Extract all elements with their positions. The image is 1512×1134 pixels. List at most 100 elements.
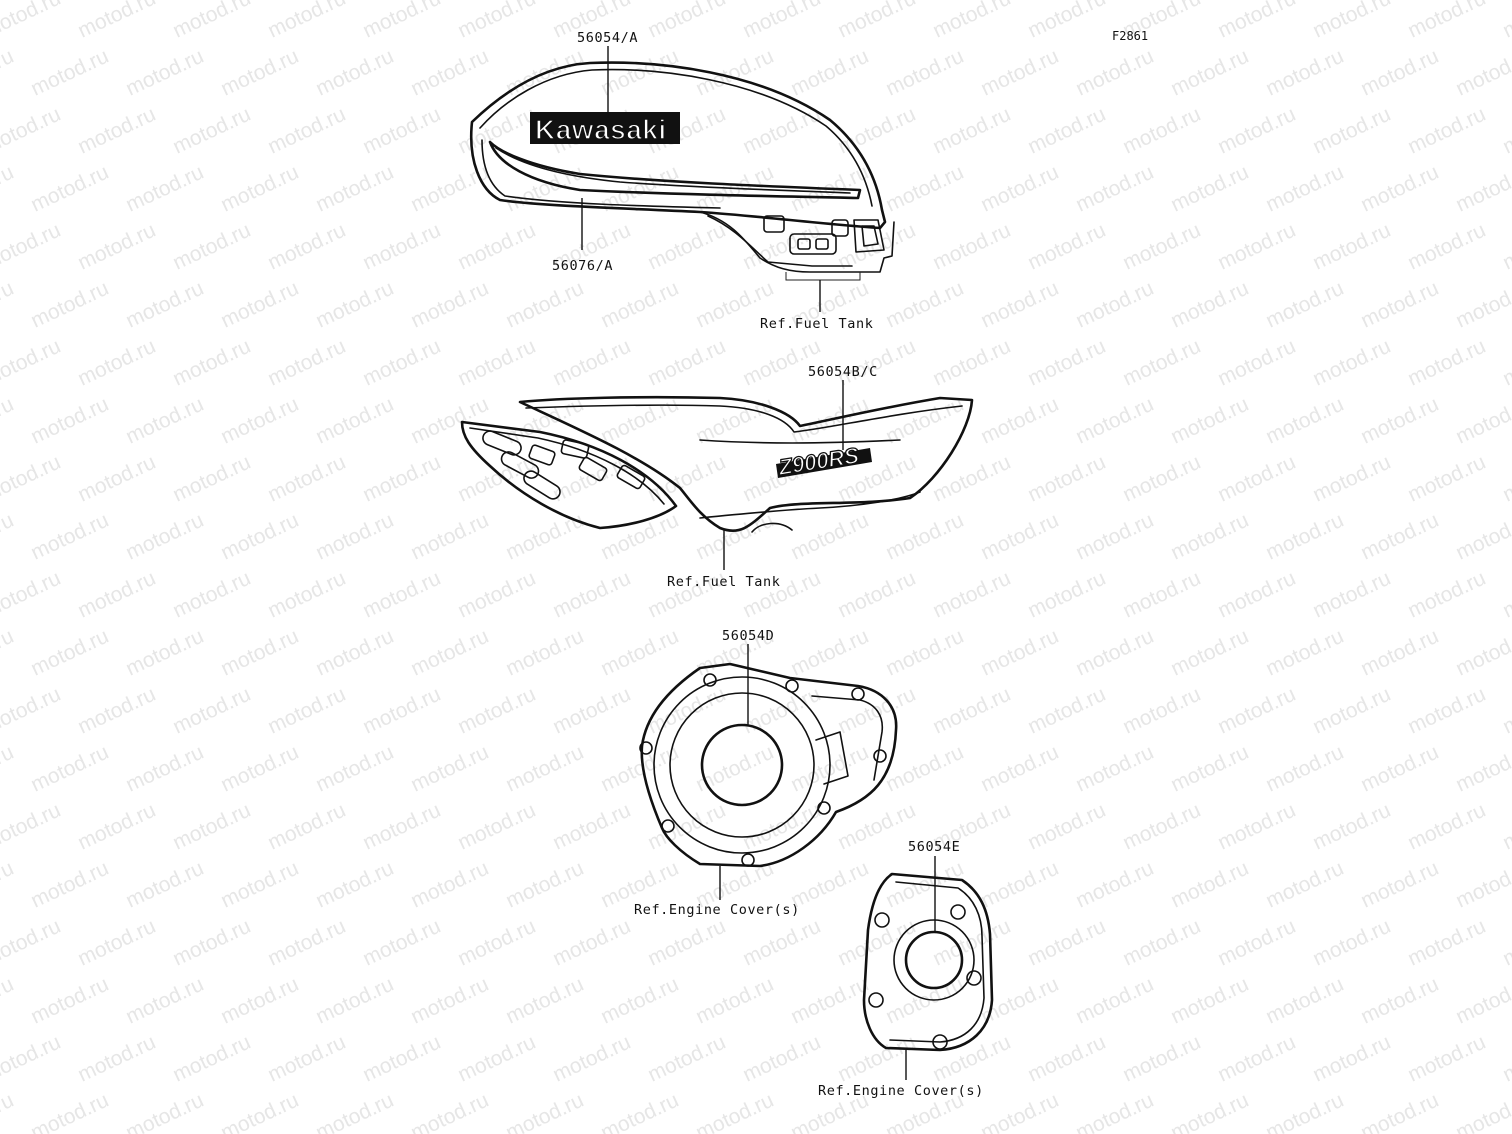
- watermark-text: motod.ru: [1452, 509, 1512, 565]
- watermark-text: motod.ru: [169, 683, 254, 739]
- watermark-text: motod.ru: [1404, 683, 1489, 739]
- watermark-text: motod.ru: [1167, 393, 1252, 449]
- watermark-text: motod.ru: [1214, 567, 1299, 623]
- watermark-text: motod.ru: [407, 741, 492, 797]
- watermark-text: motod.ru: [1119, 219, 1204, 275]
- clutch-bolt-3: [966, 970, 982, 986]
- watermark-text: motod.ru: [597, 625, 682, 681]
- watermark-text: motod.ru: [454, 1031, 539, 1087]
- watermark-text: motod.ru: [1452, 393, 1512, 449]
- watermark-text: motod.ru: [1499, 0, 1512, 43]
- watermark-text: motod.ru: [834, 103, 919, 159]
- watermark-text: motod.ru: [74, 915, 159, 971]
- watermark-text: motod.ru: [1072, 741, 1157, 797]
- watermark-text: motod.ru: [312, 857, 397, 913]
- part-number-56054e[interactable]: 56054E: [908, 839, 960, 855]
- tank-underside: [699, 211, 895, 273]
- watermark-text: motod.ru: [1404, 1031, 1489, 1087]
- side-panel-inner: [469, 427, 665, 505]
- watermark-text: motod.ru: [217, 45, 302, 101]
- watermark-text: motod.ru: [169, 335, 254, 391]
- ref-engine-cover-label-2[interactable]: Ref.Engine Cover(s): [818, 1083, 984, 1099]
- watermark-text: motod.ru: [312, 393, 397, 449]
- part-number-56076a[interactable]: 56076/A: [552, 258, 613, 274]
- side-panel-tab-4: [616, 464, 646, 490]
- generator-emblem: [700, 723, 784, 807]
- watermark-text: motod.ru: [407, 857, 492, 913]
- watermark-text: motod.ru: [1214, 1031, 1299, 1087]
- watermark-text: motod.ru: [1499, 683, 1512, 739]
- watermark-text: motod.ru: [1404, 0, 1489, 43]
- watermark-text: motod.ru: [977, 625, 1062, 681]
- watermark-text: motod.ru: [502, 1089, 587, 1134]
- side-cover-lower-line: [699, 491, 921, 519]
- watermark-text: motod.ru: [264, 683, 349, 739]
- ref-fuel-tank-label-1[interactable]: Ref.Fuel Tank: [760, 316, 873, 332]
- watermark-text: motod.ru: [169, 103, 254, 159]
- watermark-text: motod.ru: [1309, 103, 1394, 159]
- generator-cover-outline: [640, 662, 898, 868]
- clutch-emblem: [904, 930, 964, 990]
- watermark-text: motod.ru: [74, 799, 159, 855]
- watermark-text: motod.ru: [1119, 1031, 1204, 1087]
- watermark-text: motod.ru: [1452, 857, 1512, 913]
- watermark-text: motod.ru: [217, 857, 302, 913]
- watermark-text: motod.ru: [1309, 683, 1394, 739]
- watermark-text: motod.ru: [454, 799, 539, 855]
- watermark-text: motod.ru: [312, 509, 397, 565]
- watermark-text: motod.ru: [1119, 567, 1204, 623]
- watermark-text: motod.ru: [454, 219, 539, 275]
- watermark-text: motod.ru: [549, 1031, 634, 1087]
- watermark-text: motod.ru: [27, 45, 112, 101]
- watermark-text: motod.ru: [644, 219, 729, 275]
- watermark-text: motod.ru: [1262, 161, 1347, 217]
- ref-fuel-tank-label-2[interactable]: Ref.Fuel Tank: [667, 574, 780, 590]
- tank-pump-hole-2: [815, 238, 829, 250]
- watermark-text: motod.ru: [1357, 973, 1442, 1029]
- watermark-text: motod.ru: [217, 741, 302, 797]
- watermark-text: motod.ru: [1119, 915, 1204, 971]
- watermark-text: motod.ru: [1452, 1089, 1512, 1134]
- watermark-text: motod.ru: [549, 915, 634, 971]
- ref-engine-cover-label-1[interactable]: Ref.Engine Cover(s): [634, 902, 800, 918]
- watermark-text: motod.ru: [264, 915, 349, 971]
- watermark-text: motod.ru: [74, 103, 159, 159]
- watermark-text: motod.ru: [0, 1031, 64, 1087]
- watermark-text: motod.ru: [407, 277, 492, 333]
- tank-stripe-shape: [488, 140, 862, 200]
- watermark-text: motod.ru: [1167, 45, 1252, 101]
- part-number-56054bc[interactable]: 56054B/C: [808, 364, 878, 380]
- watermark-text: motod.ru: [549, 335, 634, 391]
- watermark-text: motod.ru: [169, 799, 254, 855]
- watermark-text: motod.ru: [1499, 451, 1512, 507]
- watermark-text: motod.ru: [549, 799, 634, 855]
- tank-rear-bracket: [853, 219, 885, 253]
- watermark-text: motod.ru: [977, 973, 1062, 1029]
- part-number-56054a[interactable]: 56054/A: [577, 30, 638, 46]
- watermark-text: motod.ru: [359, 219, 444, 275]
- watermark-text: motod.ru: [122, 741, 207, 797]
- watermark-text: motod.ru: [454, 0, 539, 43]
- watermark-text: motod.ru: [27, 509, 112, 565]
- clutch-bolt-1: [874, 912, 890, 928]
- watermark-text: motod.ru: [169, 567, 254, 623]
- watermark-text: motod.ru: [1357, 161, 1442, 217]
- clutch-cover-outline: [862, 872, 994, 1052]
- watermark-text: motod.ru: [1499, 915, 1512, 971]
- watermark-text: motod.ru: [312, 625, 397, 681]
- watermark-text: motod.ru: [929, 0, 1014, 43]
- watermark-text: motod.ru: [264, 103, 349, 159]
- part-number-56054d[interactable]: 56054D: [722, 628, 774, 644]
- side-cover-notch: [751, 522, 793, 533]
- watermark-text: motod.ru: [929, 683, 1014, 739]
- watermark-text: motod.ru: [122, 45, 207, 101]
- watermark-text: motod.ru: [1024, 335, 1109, 391]
- watermark-text: motod.ru: [1262, 509, 1347, 565]
- watermark-text: motod.ru: [739, 0, 824, 43]
- watermark-text: motod.ru: [1214, 799, 1299, 855]
- watermark-text: motod.ru: [0, 103, 64, 159]
- watermark-text: motod.ru: [692, 1089, 777, 1134]
- watermark-text: motod.ru: [1167, 161, 1252, 217]
- tank-base-plate: [785, 272, 861, 281]
- watermark-text: motod.ru: [359, 451, 444, 507]
